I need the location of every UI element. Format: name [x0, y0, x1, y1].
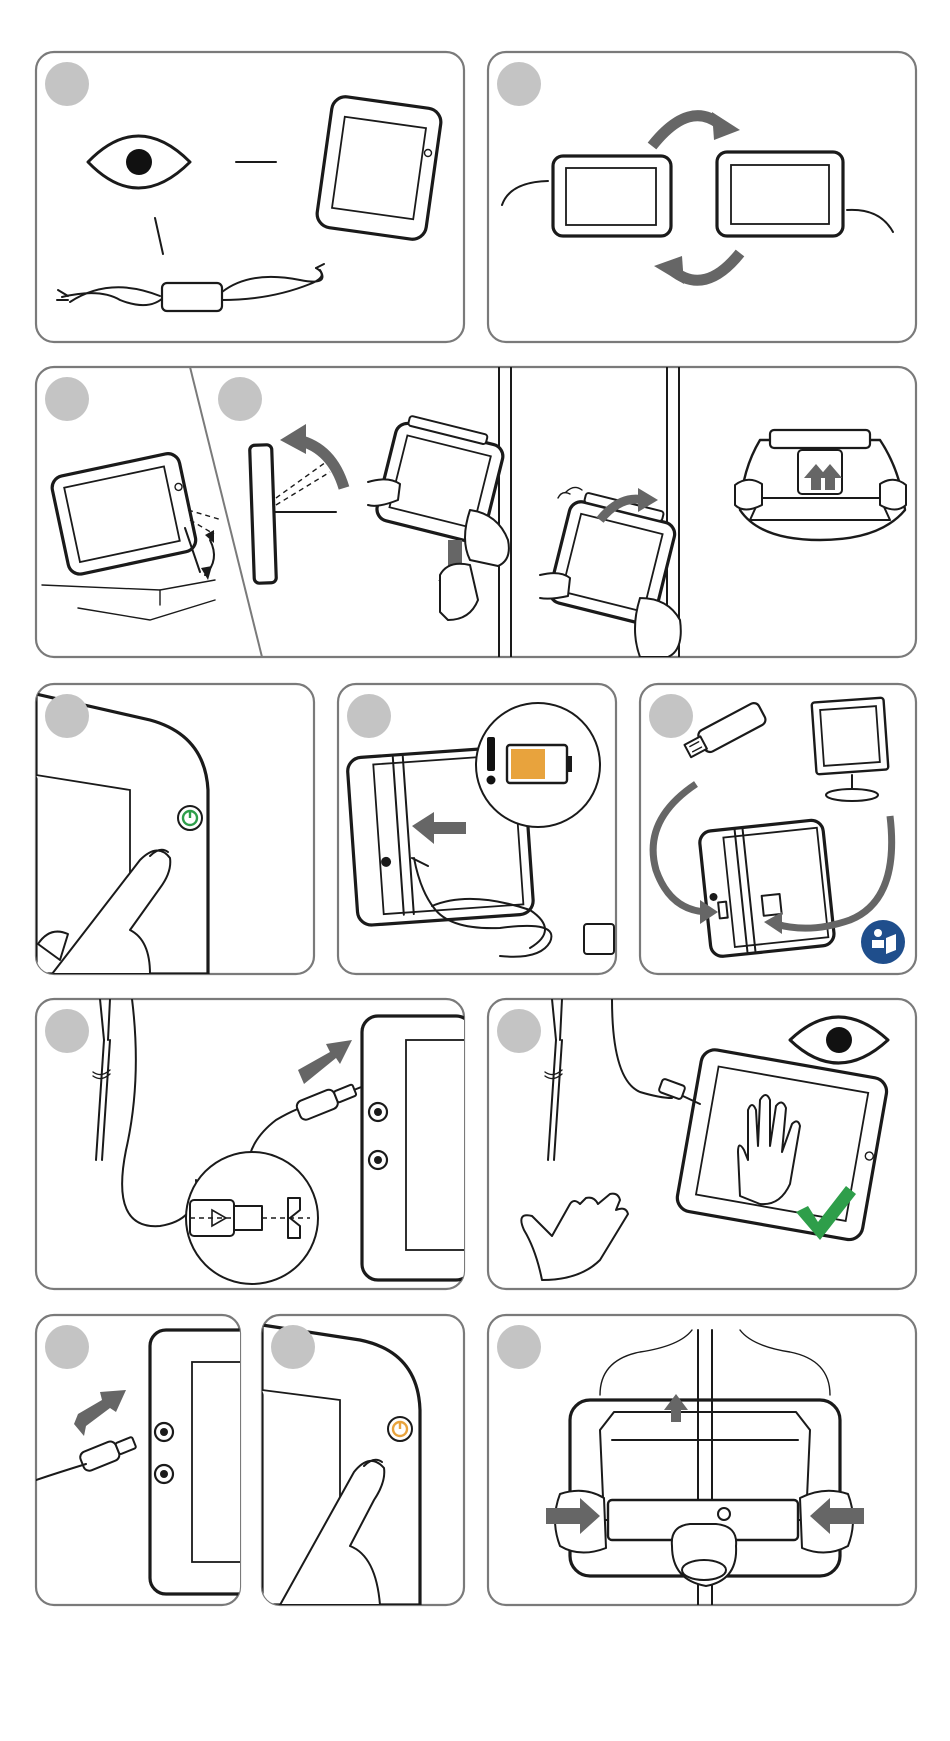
power-button-orange-icon [388, 1417, 412, 1441]
step-badge [218, 377, 262, 421]
tablet-device [717, 152, 843, 236]
panel-rotate-orientation [488, 52, 916, 342]
panel-verify-probe [488, 999, 916, 1289]
panel-disconnect-probe [36, 1315, 262, 1605]
step-badge [649, 694, 693, 738]
panel-stand-and-mount [36, 367, 916, 657]
panel-connect-probe [36, 999, 476, 1289]
zoom-connector-detail [186, 1152, 318, 1284]
power-button-green-icon [178, 806, 202, 830]
step-badge [45, 62, 89, 106]
warning-exclamation-icon [487, 737, 496, 785]
panel-inspect-contents [36, 52, 464, 342]
step-badge [45, 377, 89, 421]
panel-remove-from-pole [488, 1315, 916, 1605]
step-badge [497, 1009, 541, 1053]
step-badge [45, 1325, 89, 1369]
step-badge [497, 1325, 541, 1369]
panel-charge [338, 684, 616, 974]
tablet-device [553, 156, 671, 236]
tablet-device [315, 95, 442, 241]
step-badge [45, 1009, 89, 1053]
manual-reader-icon [861, 920, 905, 964]
panel-power-off [262, 1315, 464, 1605]
step-badge [45, 694, 89, 738]
mount-step-lock [735, 430, 906, 540]
panel-power-on [36, 684, 314, 974]
panel-usb-transfer [640, 684, 916, 974]
step-badge [271, 1325, 315, 1369]
step-badge [347, 694, 391, 738]
step-badge [497, 62, 541, 106]
